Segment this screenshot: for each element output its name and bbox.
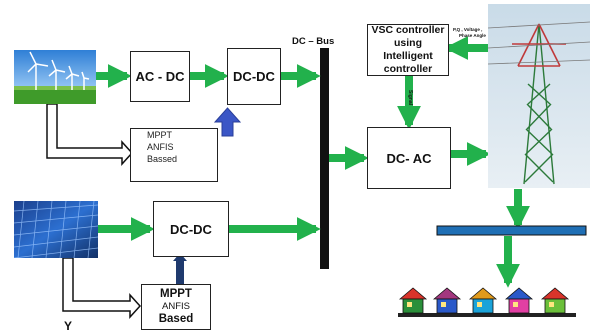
ac-bus-bar [436,225,587,236]
vsc-text-line3: controller [383,63,433,75]
dc-dc-pv-block: DC-DC [153,201,229,257]
mppt-wind-block: MPPT ANFIS Bassed [130,128,218,182]
pq-label-line2: Phase Angle [459,33,486,38]
transmission-tower-image [488,4,590,188]
dc-bus-label: DC – Bus [292,36,335,47]
dc-ac-block: DC- AC [367,127,451,189]
mppt-pv-line3: Based [158,313,194,325]
control-arrow-wind [213,107,242,137]
dc-dc-wind-block: DC-DC [227,48,281,105]
mppt-pv-line2: ANFIS [162,301,190,312]
hollow-arrow-wind [46,103,134,166]
solar-panel-image [14,201,98,258]
mppt-wind-line2: ANFIS [147,142,174,152]
mppt-wind-line1: MPPT [147,130,173,140]
control-arrow-pv-head [173,253,187,261]
bottom-cut-text: Y [64,319,73,330]
ac-dc-block: AC - DC [130,51,190,102]
control-arrow-pv [176,259,184,284]
vsc-text-line2: using Intelligent [383,37,433,62]
pq-label-line1: P,Q , Voltage , [453,27,483,32]
mppt-pv-block: MPPT ANFIS Based [141,284,211,330]
vsc-text-line1: VSC controller [371,24,445,36]
dc-bus-bar [320,48,329,269]
mppt-pv-line1: MPPT [160,288,192,300]
mppt-wind-line3: Bassed [147,154,178,164]
wind-farm-image [14,50,96,104]
hollow-arrow-pv [62,257,142,319]
vsc-controller-block: VSC controller using Intelligent control… [367,24,449,76]
houses-image [398,285,576,317]
vsc-signal-label: Signal [407,90,413,106]
